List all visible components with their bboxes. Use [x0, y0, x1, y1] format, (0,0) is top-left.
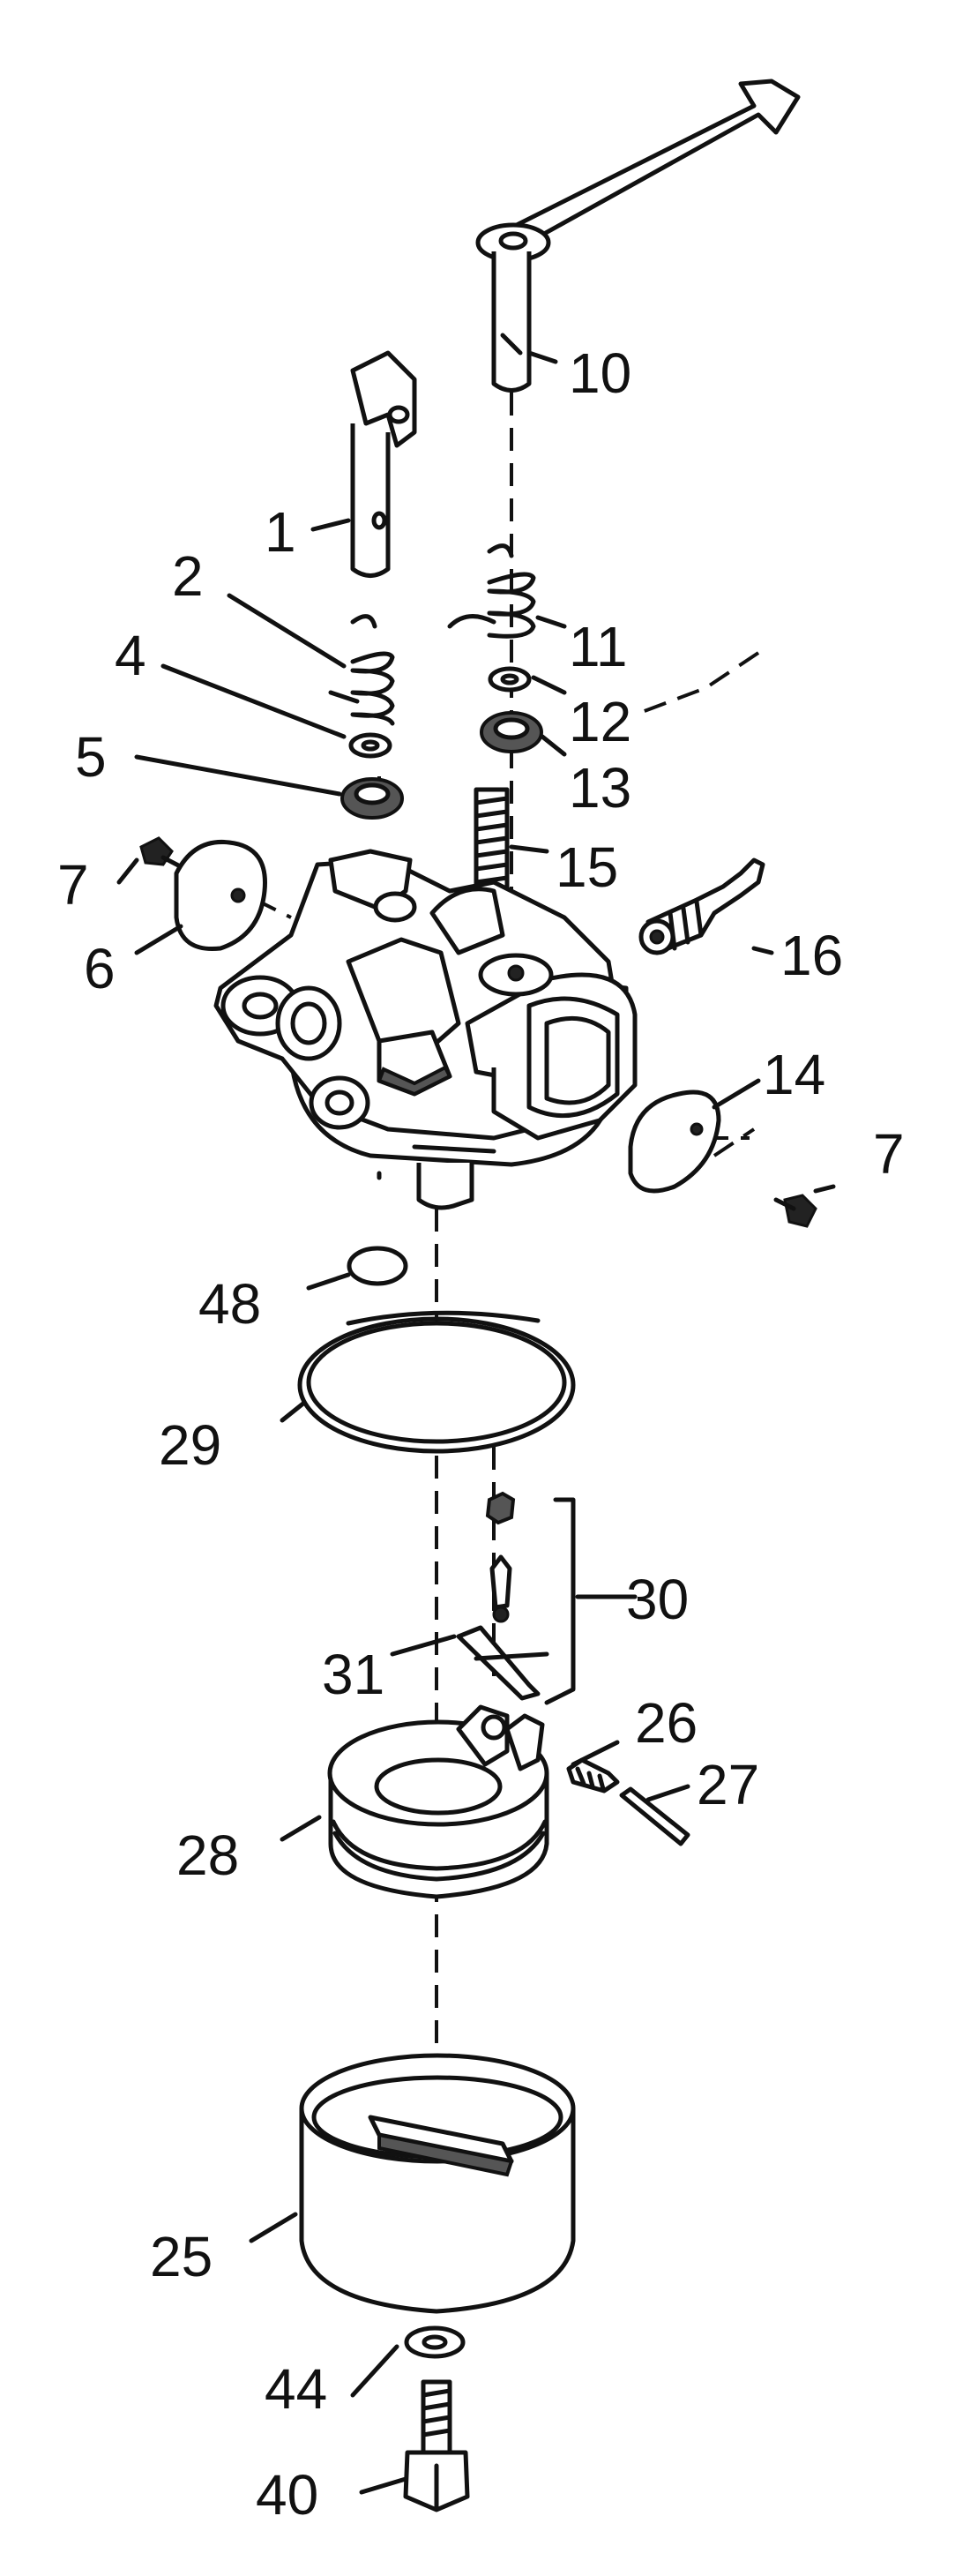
part-25-float-bowl [299, 2053, 576, 2314]
part-48-gasket-disc [347, 1246, 408, 1286]
callout-4: 4 [115, 624, 146, 687]
part-4-washer-left [348, 732, 392, 759]
callout-6: 6 [84, 937, 116, 1000]
part-44-bowl-washer [404, 2325, 466, 2359]
callout-10: 10 [569, 341, 631, 405]
carburetor-body [213, 849, 638, 1210]
part-1-choke-shaft [350, 350, 417, 578]
callout-2: 2 [172, 544, 204, 608]
part-27-float-hinge-pin [619, 1786, 690, 1846]
callout-1: 1 [265, 500, 296, 564]
part-10-throttle-lever [475, 79, 801, 393]
part-14-choke-plate [628, 1090, 721, 1194]
part-16-idle-mixture-screw [638, 857, 765, 955]
part-31-float-pin [456, 1625, 549, 1701]
callout-11: 11 [569, 615, 627, 678]
callout-12: 12 [569, 690, 631, 753]
callout-14: 14 [763, 1043, 825, 1106]
callout-26: 26 [635, 1691, 698, 1755]
part-30-inlet-needle-assembly [485, 1491, 576, 1705]
part-13-seal-right [480, 711, 543, 753]
callout-30: 30 [626, 1568, 689, 1631]
part-40-bowl-nut [403, 2379, 470, 2512]
callout-44: 44 [265, 2357, 327, 2421]
part-5-seal-left [340, 777, 404, 820]
callout-31: 31 [322, 1643, 384, 1706]
part-12-washer-right [488, 666, 532, 693]
callout-5: 5 [75, 725, 107, 789]
part-6-throttle-plate [174, 839, 267, 952]
callout-25: 25 [150, 2225, 213, 2288]
callout-16: 16 [780, 924, 843, 987]
callout-28: 28 [176, 1823, 239, 1887]
callout-7-left: 7 [57, 853, 89, 917]
part-2-spring-left [328, 614, 395, 726]
callout-29: 29 [159, 1413, 221, 1477]
callout-7-right: 7 [873, 1122, 905, 1186]
callout-labels: 1 2 4 5 7 6 10 11 12 13 15 16 14 7 48 29… [57, 341, 905, 2527]
callout-27: 27 [697, 1753, 759, 1816]
callout-15: 15 [556, 835, 618, 899]
callout-40: 40 [256, 2463, 318, 2527]
part-11-spring-right [447, 543, 536, 639]
part-7-screw-left [139, 836, 188, 872]
part-29-o-ring [297, 1310, 576, 1454]
part-28-float [327, 1704, 549, 1899]
callout-13: 13 [569, 756, 631, 820]
callout-48: 48 [198, 1272, 261, 1336]
part-7-screw-right [773, 1194, 817, 1228]
leader-lines [116, 350, 836, 2495]
